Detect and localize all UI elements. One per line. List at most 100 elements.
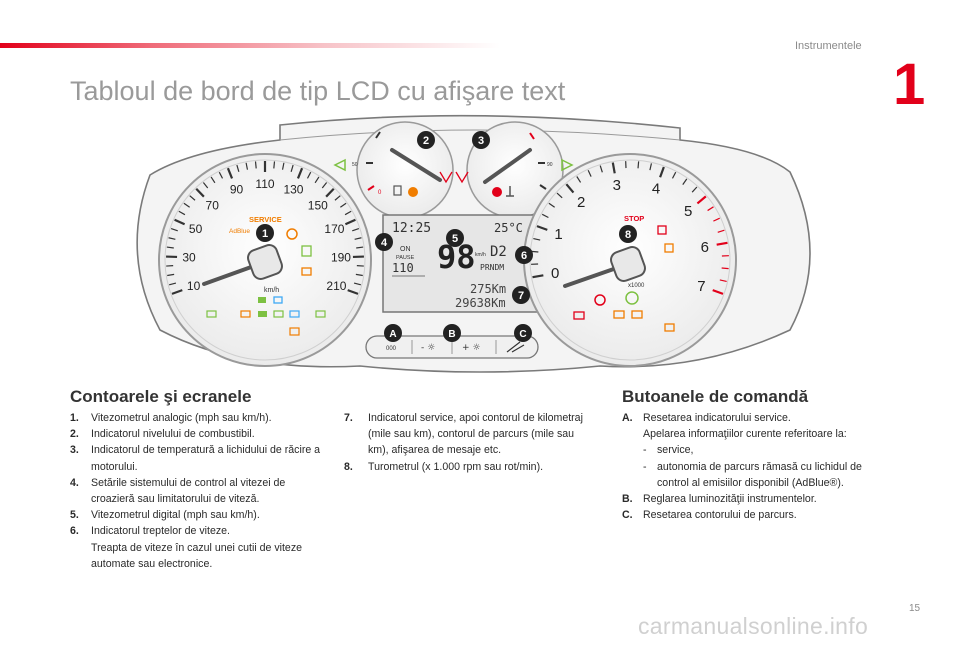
speedometer-tick	[347, 289, 359, 295]
tachometer-tick	[717, 229, 725, 233]
list-item: A.Resetarea indicatorului service.Apelar…	[622, 410, 884, 491]
list-item: B.Reglarea luminozităţii instrumentelor.	[622, 493, 817, 506]
tachometer-tick	[682, 178, 688, 185]
lights-icon-2	[273, 296, 283, 304]
speedometer-tick	[344, 210, 352, 216]
tachometer-tick	[671, 171, 677, 179]
speedometer-tick	[290, 164, 294, 172]
fuel-gauge-dial	[356, 121, 454, 219]
lcd-cruise-setpoint: 110	[392, 261, 414, 275]
engine-check-icon	[631, 310, 643, 319]
seatbelt-icon	[301, 267, 312, 276]
tachometer-tick	[659, 166, 665, 178]
turn-left-indicator-icon	[333, 158, 346, 172]
fuel-mark-empty: 0	[378, 190, 382, 196]
page-title: Tabloul de bord de tip LCD cu afişare te…	[70, 76, 566, 106]
speedometer-label: 50	[189, 222, 203, 236]
lcd-speed-unit: km/h	[475, 252, 486, 258]
callout-5: 5	[446, 229, 464, 247]
airbag-icon	[664, 323, 675, 332]
speedometer-tick	[236, 164, 240, 172]
button-a-label: 000	[386, 346, 397, 352]
speedometer-tick	[245, 162, 249, 170]
lcd-odometer: 29638Km	[455, 296, 506, 310]
sub-list-item: -service,	[643, 444, 694, 457]
speedometer-label: 10	[187, 279, 201, 293]
svg-text:8: 8	[625, 229, 631, 241]
speedometer-label: 210	[326, 279, 346, 293]
lcd-trip: 275Km	[470, 282, 506, 296]
tachometer-tick	[533, 237, 541, 241]
speedometer-label: 170	[324, 222, 344, 236]
chapter-number: 1	[893, 52, 926, 117]
brake-warning-icon	[594, 294, 606, 306]
speedometer-tick	[355, 273, 363, 277]
tyre-pressure-icon	[286, 228, 298, 240]
callout-1: 1	[256, 224, 274, 242]
speedometer-tick	[166, 246, 174, 249]
lights-icon-7	[289, 310, 300, 318]
speedometer-tick	[202, 182, 209, 189]
temp-mark-low: 50	[352, 162, 358, 168]
ecomode-icon	[625, 291, 639, 305]
rpm-unit-label: x1000	[628, 283, 645, 289]
speedometer-tick	[321, 182, 328, 189]
speedometer-tick	[344, 218, 356, 226]
speedometer-tick	[352, 228, 360, 232]
lcd-clock: 12:25	[392, 221, 431, 236]
list-item: 8.Turometrul (x 1.000 rpm sau rot/min).	[344, 460, 544, 473]
speedometer-tick	[218, 171, 224, 179]
tachometer-tick	[587, 170, 592, 177]
stop-warning-label: STOP	[624, 214, 644, 223]
speedometer-label: 90	[230, 183, 244, 197]
speedometer-tick	[353, 282, 361, 286]
speedometer-tick	[195, 188, 205, 198]
lights-icon-9	[289, 327, 300, 336]
fuel-pump-icon	[393, 185, 402, 196]
list-item: 2.Indicatorul nivelului de combustibil.	[70, 428, 255, 441]
button-c-trip-reset-icon	[506, 341, 525, 353]
svg-text:4: 4	[381, 237, 388, 249]
speedometer-tick	[169, 282, 177, 286]
oil-warning-icon	[613, 310, 625, 319]
svg-text:5: 5	[452, 233, 458, 245]
speedometer-tick	[273, 161, 276, 169]
callout-B: B	[443, 324, 461, 342]
speedometer-tick	[340, 202, 347, 208]
tachometer-tick	[556, 192, 563, 199]
list-item-note: Treapta de viteze în cazul unei cutii de…	[91, 541, 303, 570]
tachometer-tick	[548, 202, 555, 208]
turn-right-indicator-icon	[561, 158, 574, 172]
lcd-cruise-state: ON	[400, 246, 411, 253]
orange-warning-dot	[408, 187, 418, 197]
page-number: 15	[909, 603, 921, 614]
lcd-gear-strip: PRNDM	[480, 263, 504, 272]
svg-text:C: C	[519, 329, 526, 340]
svg-text:6: 6	[521, 250, 527, 262]
tachometer-tick	[536, 225, 548, 231]
list-item: 6.Indicatorul treptelor de viteze.	[70, 525, 230, 538]
callout-A: A	[384, 324, 402, 342]
tachometer-label: 1	[554, 226, 562, 243]
engine-temp-icon	[301, 245, 312, 257]
tachometer-tick	[716, 241, 728, 246]
speedometer-tick	[174, 218, 186, 226]
tachometer-label: 0	[551, 265, 559, 282]
tachometer-tick	[637, 161, 640, 169]
battery-warning-icon	[573, 311, 585, 320]
speedometer-tick	[183, 202, 190, 208]
lights-icon-5	[258, 311, 267, 317]
speedometer-tick	[296, 167, 304, 179]
tachometer-label: 6	[701, 239, 709, 256]
svg-text:3: 3	[478, 135, 484, 147]
tachometer-tick	[541, 213, 549, 219]
svg-text:1: 1	[262, 228, 268, 240]
tachometer-tick	[713, 217, 720, 222]
header-red-bar	[0, 43, 500, 48]
speedometer-tick	[226, 167, 234, 179]
fuel-gauge-needle	[390, 148, 442, 182]
tachometer-tick	[691, 186, 698, 193]
counters-list: 1.Vitezometrul analogic (mph sau km/h). …	[70, 410, 325, 572]
